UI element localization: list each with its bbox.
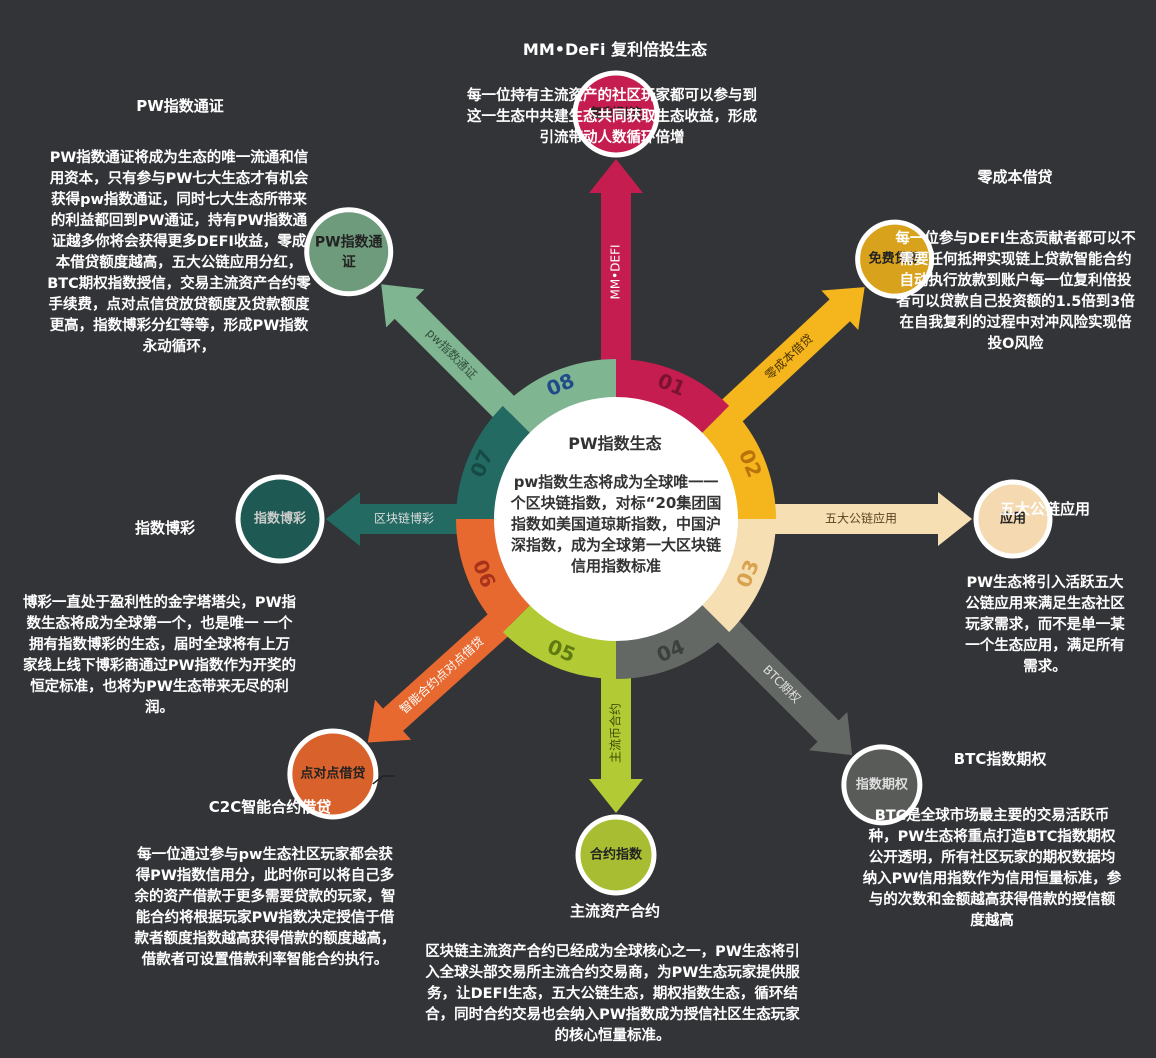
title-s2: 零成本借贷 xyxy=(977,168,1053,186)
ring-segment-s5 xyxy=(502,603,616,679)
node-circle-s3 xyxy=(973,479,1053,559)
title-s4: BTC指数期权 xyxy=(953,750,1047,768)
desc-s5: 区块链主流资产合约已经成为全球核心之一，PW生态将引入全球头部交易所主流合约交易… xyxy=(425,944,800,1044)
desc-s8: PW指数通证将成为生态的唯一流通和信用资本，只有参与PW七大生态才有机会获得pw… xyxy=(47,150,311,355)
desc-s2: 每一位参与DEFI生态贡献者都可以不需要任何抵押实现链上贷款智能合约自动执行放款… xyxy=(895,231,1136,352)
center-disc xyxy=(494,397,738,641)
node-s8: PW指数通证 xyxy=(304,207,394,297)
arrow-shape-s2 xyxy=(715,287,865,428)
ring-segment-s4 xyxy=(616,603,730,679)
arrow-label-s1: MM•DEFI xyxy=(609,244,623,299)
title-s7: 指数博彩 xyxy=(134,519,195,537)
center-body: pw指数生态将成为全球唯一一个区块链指数，对标“20集团国指数如美国道琼斯指数，… xyxy=(510,473,722,575)
ring-segment-s6 xyxy=(456,519,532,633)
node-s5: 合约指数 xyxy=(575,814,657,896)
node-label-s8-line1: PW指数通 xyxy=(315,234,383,251)
node-s6: 点对点借贷 xyxy=(287,728,379,820)
node-circle-s5 xyxy=(575,814,657,896)
node-label-s8-line2: 证 xyxy=(342,255,356,271)
arrow-s7: 区块链博彩 xyxy=(326,492,466,546)
node-label-s2: 免费贷款 xyxy=(869,251,922,267)
node-s3: 应用 xyxy=(973,479,1053,559)
node-label-s4: 指数期权 xyxy=(856,776,909,792)
center-title: PW指数生态 xyxy=(568,434,662,453)
arrow-s5: 主流币合约 xyxy=(589,669,643,813)
node-s2: 免费贷款 xyxy=(855,219,935,299)
desc-s4: BTC是全球市场最主要的交易活跃币种，PW生态将重点打造BTC指数期权公开透明，… xyxy=(862,808,1122,929)
desc-s1: 每一位持有主流资产的社区玩家都可以参与到这一生态中共建生态共同获取生态收益，形成… xyxy=(467,88,757,146)
arrow-shape-s7 xyxy=(326,492,466,546)
node-label-s3: 应用 xyxy=(1000,511,1026,527)
page-title: MM•DeFi 复利倍投生态 xyxy=(522,40,708,59)
node-s1: 复利引流 xyxy=(572,70,660,158)
arrow-s3: 五大公链应用 xyxy=(766,492,972,546)
ring-segment-s8 xyxy=(502,359,616,435)
ring-segment-s1 xyxy=(616,359,730,435)
arrow-shape-s6 xyxy=(367,608,515,743)
node-circle-s8 xyxy=(304,207,394,297)
title-s3: 五大公链应用 xyxy=(999,500,1090,518)
title-s6: C2C智能合约借贷 xyxy=(208,798,332,816)
title-s8: PW指数通证 xyxy=(136,97,224,115)
arrow-shape-s4 xyxy=(711,614,853,756)
arrow-shape-s1 xyxy=(589,159,643,369)
node-label-s6: 点对点借贷 xyxy=(300,765,365,781)
ring-segment-s7 xyxy=(456,405,532,519)
arrow-shape-s5 xyxy=(589,669,643,813)
ring-segment-s2 xyxy=(700,405,776,519)
node-circle-s6 xyxy=(287,728,379,820)
node-circle-s2 xyxy=(855,219,935,299)
node-circle-s7 xyxy=(235,474,325,564)
arrow-s1: MM•DEFI xyxy=(589,159,643,369)
pointer-mark xyxy=(372,775,395,785)
arrow-shape-s3 xyxy=(766,492,972,546)
node-s7: 指数博彩 xyxy=(235,474,325,564)
arrow-label-s3: 五大公链应用 xyxy=(825,511,897,526)
arrow-label-s7: 区块链博彩 xyxy=(374,511,434,526)
node-label-s5: 合约指数 xyxy=(590,847,643,863)
arrow-label-s6: 智能合约点对点借贷 xyxy=(396,633,486,716)
desc-s7: 博彩一直处于盈利性的金字塔塔尖，PW指数生态将成为全球第一个，也是唯一 一个拥有… xyxy=(22,595,297,716)
node-label-s1: 复利引流 xyxy=(589,106,642,122)
arrow-label-s5: 主流币合约 xyxy=(608,703,623,763)
node-circle-s1 xyxy=(572,70,660,158)
node-circle-s4 xyxy=(841,744,923,826)
ring-segment-s3 xyxy=(700,519,776,633)
arrow-shape-s8 xyxy=(381,284,521,424)
node-label-s7: 指数博彩 xyxy=(254,511,306,527)
desc-s6: 每一位通过参与pw生态社区玩家都会获得PW指数信用分，此时你可以将自己多余的资产… xyxy=(134,847,396,968)
desc-s3: PW生态将引入活跃五大公链应用来满足生态社区玩家需求，而不是单一某一个生态应用，… xyxy=(965,575,1125,675)
node-s4: 指数期权 xyxy=(841,744,923,826)
title-s5: 主流资产合约 xyxy=(569,902,660,920)
